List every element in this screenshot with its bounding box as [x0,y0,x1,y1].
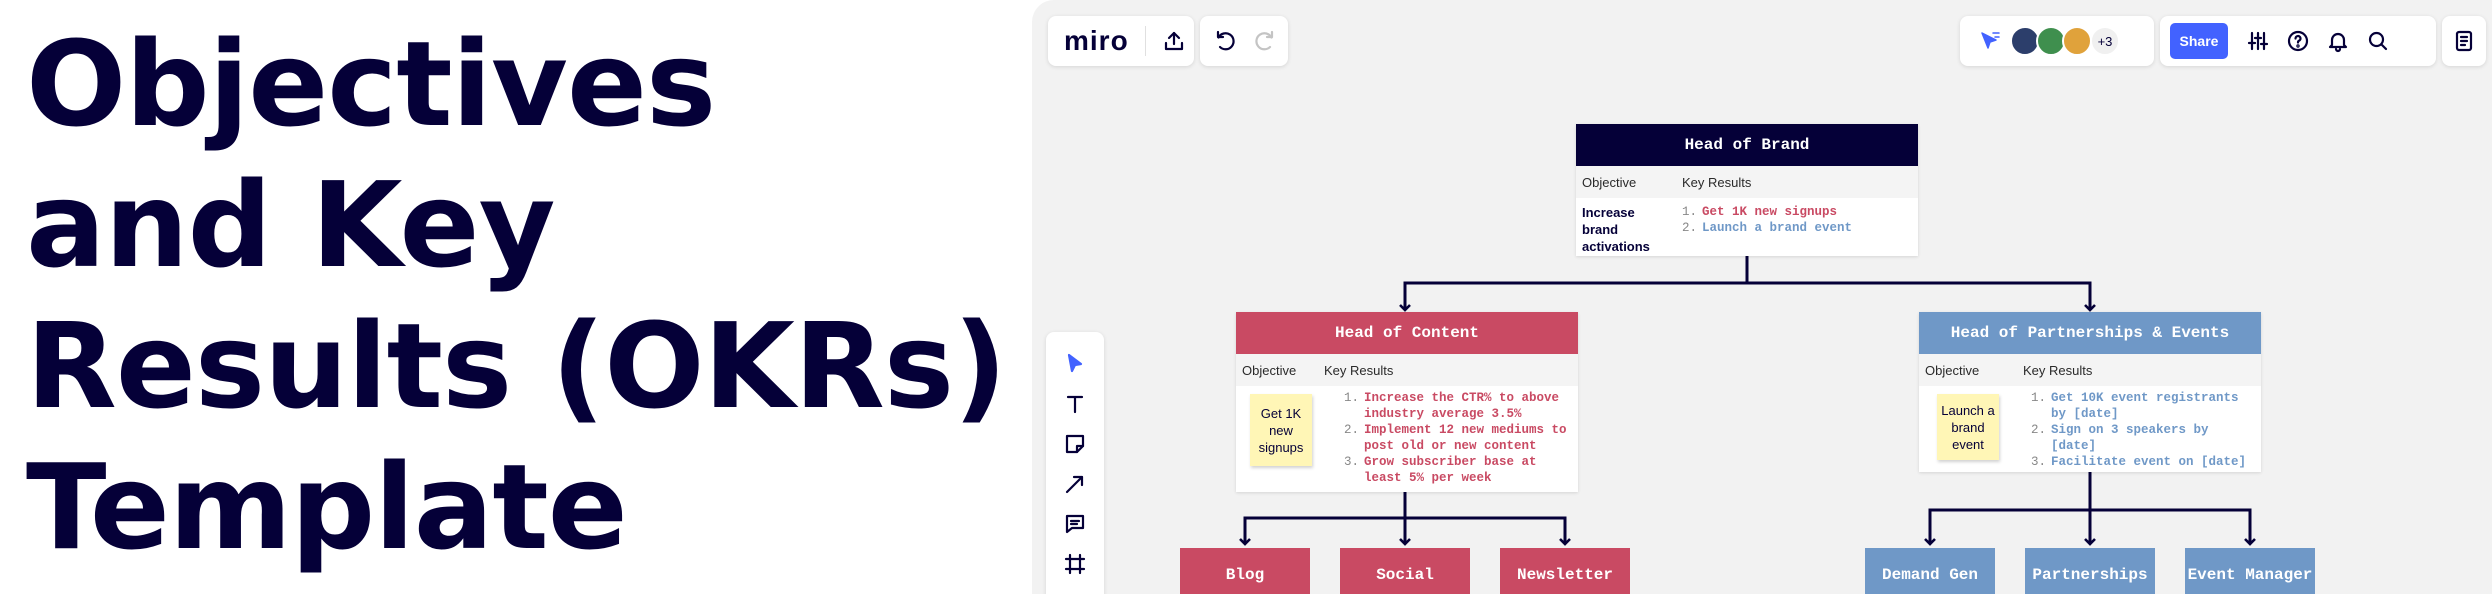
key-result-number: 2. [1682,221,1698,235]
notifications-bell-icon[interactable] [2322,25,2354,57]
key-result-item: 3. Grow subscriber base at least 5% per … [1344,454,1570,486]
key-result-number: 1. [1344,391,1360,405]
team-box-blog[interactable]: Blog [1180,548,1310,594]
key-results-column-header: Key Results [2023,362,2093,378]
key-result-number: 1. [2031,391,2047,405]
arrow-line-icon[interactable] [1059,468,1091,500]
hero-line-4: Template [26,438,628,576]
board-notes [2442,16,2486,66]
hero-line-1: Objectives [26,15,716,153]
key-result-number: 3. [1344,455,1360,469]
avatar[interactable] [2036,26,2066,56]
key-result-item: 1. Increase the CTR% to above industry a… [1344,390,1570,422]
key-result-text: Get 1K new signups [1702,205,1838,219]
okr-card-head-of-partnerships-events[interactable]: Head of Partnerships & Events Objective … [1919,312,2261,472]
undo-icon[interactable] [1210,25,1242,57]
key-results-list: 1. Increase the CTR% to above industry a… [1344,390,1570,486]
key-result-item: 3. Facilitate event on [date] [2031,454,2257,470]
card-title: Head of Partnerships & Events [1919,312,2261,354]
settings-sliders-icon[interactable] [2242,25,2274,57]
card-title: Head of Content [1236,312,1578,354]
team-box-event-manager[interactable]: Event Manager [2185,548,2315,594]
objective-column-header: Objective [1925,362,1980,378]
hero-line-2: and Key [26,156,556,294]
frame-tool-icon[interactable] [1059,548,1091,580]
avatar[interactable] [2062,26,2092,56]
key-result-item: 2. Launch a brand event [1682,220,1852,236]
key-result-number: 3. [2031,455,2047,469]
key-result-text: Facilitate event on [date] [2051,455,2247,469]
tool-palette [1046,332,1104,594]
objective-sticky-note[interactable]: Launch a brand event [1937,394,1999,460]
team-box-social[interactable]: Social [1340,548,1470,594]
key-result-text: Grow subscriber base at least 5% per wee… [1364,455,1537,485]
key-result-text: Launch a brand event [1702,221,1853,235]
card-column-headers: Objective Key Results [1576,166,1918,198]
help-icon[interactable] [2282,25,2314,57]
notes-list-icon[interactable] [2448,25,2480,57]
key-result-item: 1. Get 10K event registrants by [date] [2031,390,2257,422]
key-result-number: 1. [1682,205,1698,219]
okr-card-head-of-content[interactable]: Head of Content Objective Key Results Ge… [1236,312,1578,492]
objective-text: Increase brand activations [1582,205,1650,254]
org-connectors [1239,256,2256,546]
team-box-partnerships[interactable]: Partnerships [2025,548,2155,594]
select-cursor-icon[interactable] [1059,348,1091,380]
key-result-text: Implement 12 new mediums to post old or … [1364,423,1567,453]
key-result-item: 1. Get 1K new signups [1682,204,1852,220]
card-title: Head of Brand [1576,124,1918,166]
card-column-headers: Objective Key Results [1236,354,1578,386]
text-tool-icon[interactable] [1059,388,1091,420]
okr-card-head-of-brand[interactable]: Head of Brand Objective Key Results Incr… [1576,124,1918,256]
sticky-note-icon[interactable] [1059,428,1091,460]
card-body: Increase brand activations 1. Get 1K new… [1576,198,1918,255]
key-result-item: 2. Sign on 3 speakers by [date] [2031,422,2257,454]
key-result-text: Increase the CTR% to above industry aver… [1364,391,1560,421]
key-result-text: Sign on 3 speakers by [date] [2051,423,2209,453]
key-result-number: 2. [2031,423,2047,437]
miro-logo[interactable]: miro [1064,25,1129,56]
toolbar-divider [1144,26,1146,56]
objective-column-header: Objective [1582,174,1637,190]
key-result-text: Get 10K event registrants by [date] [2051,391,2239,421]
comment-icon[interactable] [1059,508,1091,540]
avatar[interactable] [2010,26,2040,56]
cursor-follow-icon[interactable] [1974,25,2006,57]
hero-line-3: Results (OKRs) [26,297,1007,435]
hero-title: Objectives and Key Results (OKRs) Templa… [26,14,1007,578]
miro-board[interactable]: miro +3 Share [1032,0,2492,594]
key-result-item: 2. Implement 12 new mediums to post old … [1344,422,1570,454]
key-results-list: 1. Get 1K new signups 2. Launch a brand … [1682,204,1852,255]
card-body: Launch a brand event 1. Get 10K event re… [1919,386,2261,470]
key-results-list: 1. Get 10K event registrants by [date] 2… [2031,390,2257,470]
key-results-column-header: Key Results [1682,174,1752,190]
upload-icon[interactable] [1158,25,1190,57]
key-results-column-header: Key Results [1324,362,1394,378]
redo-icon[interactable] [1248,25,1280,57]
more-collaborators-badge[interactable]: +3 [2090,26,2120,56]
card-column-headers: Objective Key Results [1919,354,2261,386]
board-actions: Share [2160,16,2436,66]
team-box-demand-gen[interactable]: Demand Gen [1865,548,1995,594]
card-body: Get 1K new signups 1. Increase the CTR% … [1236,386,1578,486]
share-button[interactable]: Share [2170,23,2228,59]
history-controls [1200,16,1288,66]
collaborators-bar: +3 [1960,16,2154,66]
board-menu: miro [1048,16,1194,66]
objective-sticky-note[interactable]: Get 1K new signups [1250,394,1312,466]
key-result-number: 2. [1344,423,1360,437]
team-box-newsletter[interactable]: Newsletter [1500,548,1630,594]
objective-column-header: Objective [1242,362,1297,378]
search-icon[interactable] [2362,25,2394,57]
